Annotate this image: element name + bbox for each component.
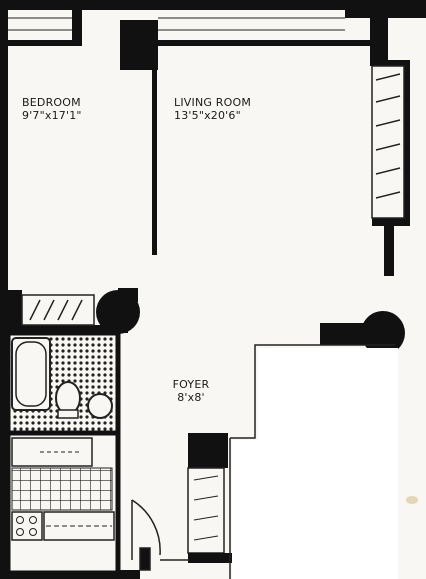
- windows-top: [8, 17, 345, 31]
- foyer-closet: [187, 433, 258, 563]
- bedroom-wall: [8, 70, 157, 333]
- room-bedroom-name: BEDROOM: [22, 96, 81, 109]
- room-foyer: FOYER 8'x8': [166, 378, 216, 404]
- column-right: [361, 311, 405, 355]
- room-foyer-dims: 8'x8': [177, 391, 205, 404]
- room-bedroom: BEDROOM 9'7"x17'1": [22, 96, 82, 122]
- bathroom: [5, 330, 121, 436]
- stain: [406, 496, 418, 504]
- kitchen: [5, 430, 121, 576]
- interior-walls: [160, 344, 395, 579]
- bedroom-closet: [21, 294, 95, 326]
- room-living-name: LIVING ROOM: [174, 96, 252, 109]
- overlay-patch: [258, 348, 398, 579]
- living-closet: [371, 65, 405, 219]
- room-living-dims: 13'5"x20'6": [174, 109, 241, 122]
- room-foyer-name: FOYER: [172, 378, 210, 391]
- entry-door: [131, 499, 161, 571]
- room-living: LIVING ROOM 13'5"x20'6": [174, 96, 251, 122]
- room-bedroom-dims: 9'7"x17'1": [22, 109, 82, 122]
